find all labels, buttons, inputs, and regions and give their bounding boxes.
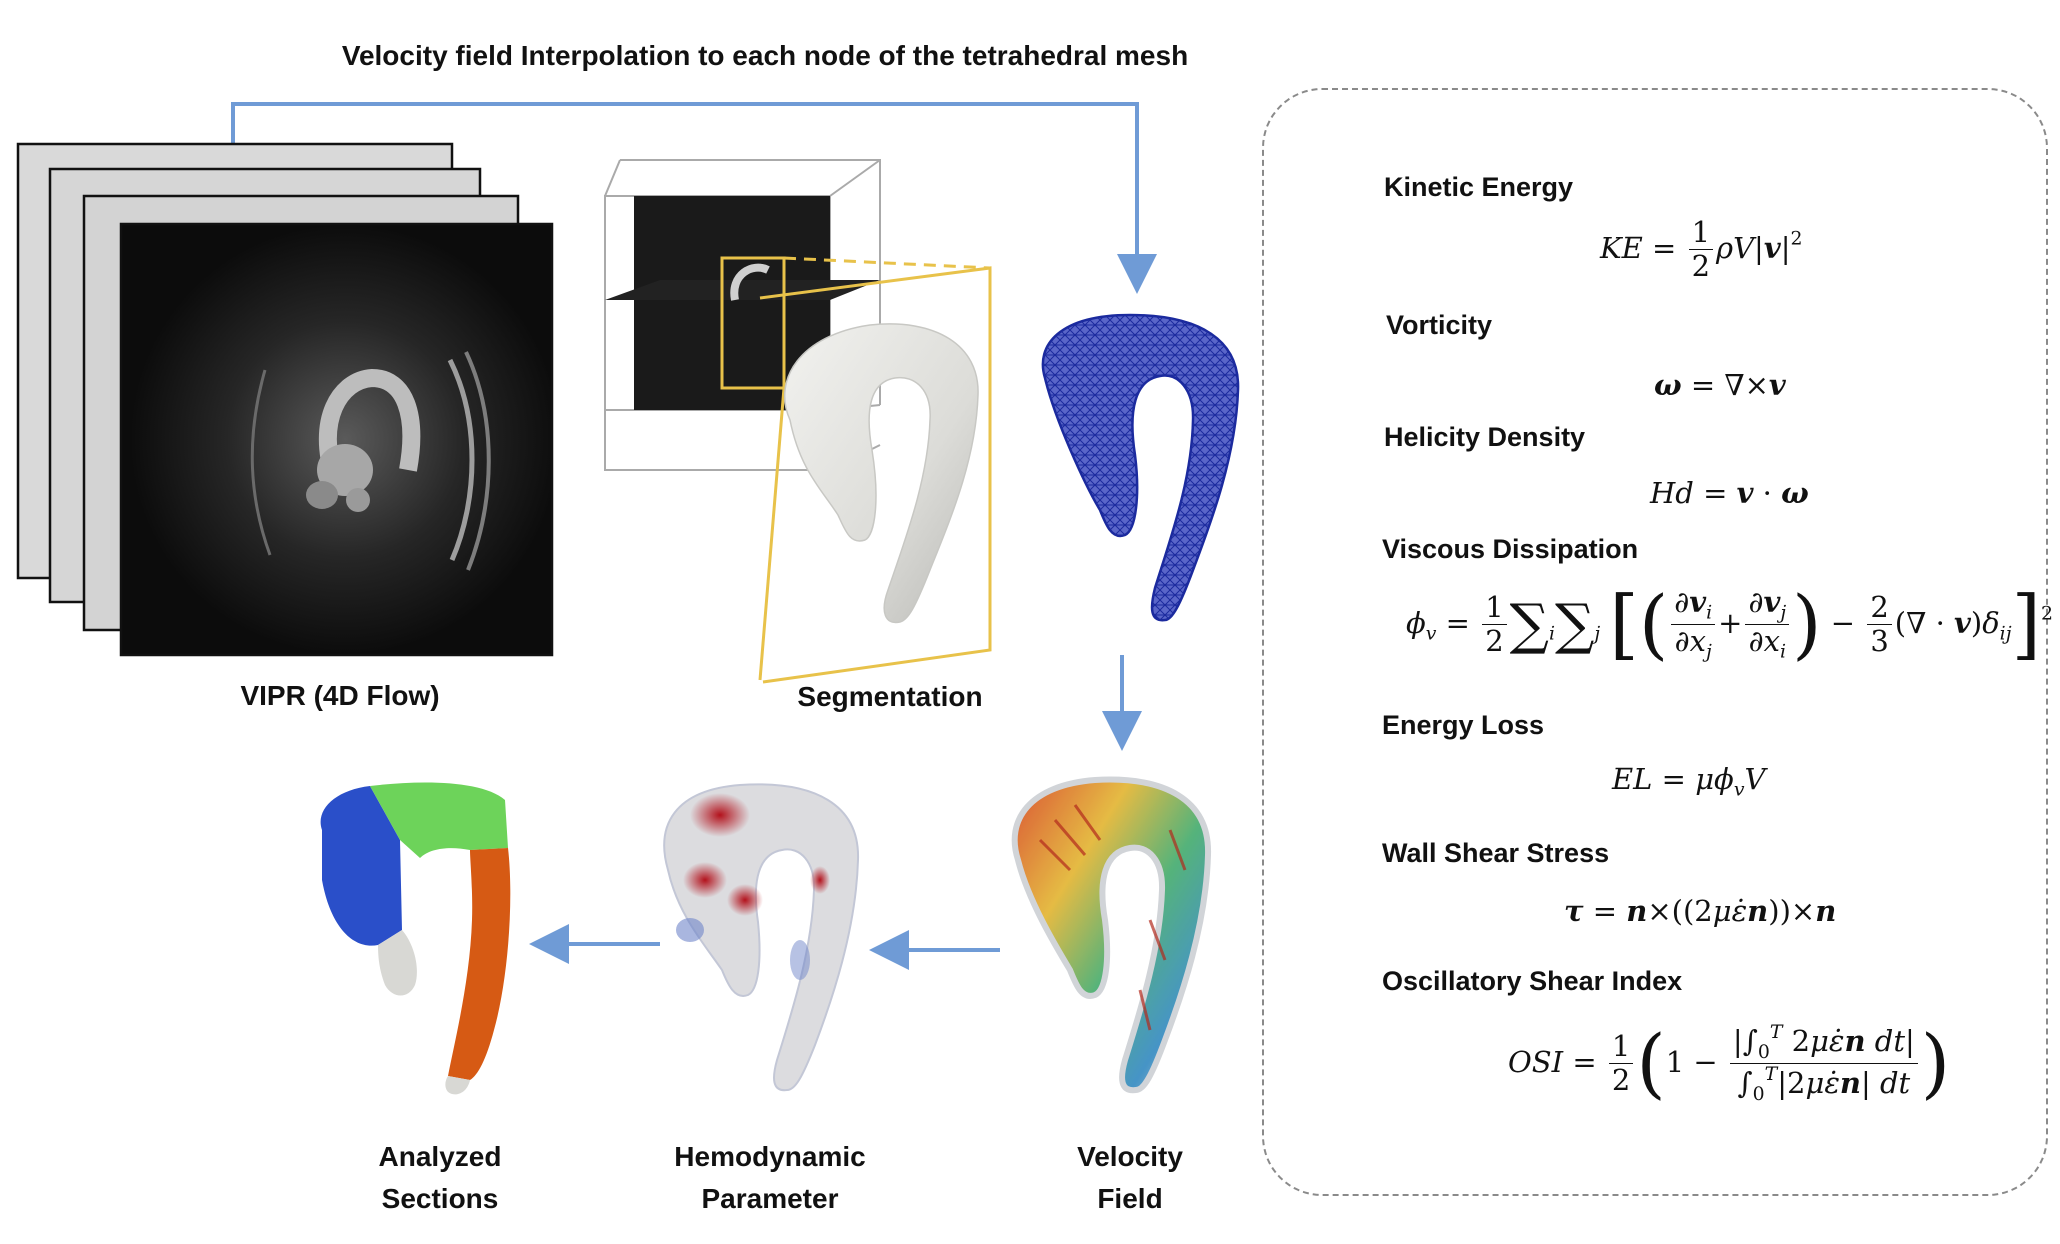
hemodynamic-label-line2: Parameter	[701, 1183, 839, 1214]
velocity-field-aorta	[1011, 776, 1212, 1094]
velocity-field-label-line1: Velocity	[1077, 1141, 1183, 1172]
velocity-field-label: Velocity Field	[1040, 1136, 1220, 1220]
helicity-density-equation: Hd = v · ω	[1650, 476, 1809, 510]
energy-loss-title: Energy Loss	[1382, 710, 1545, 740]
interpolation-arrow	[231, 102, 1157, 294]
analyzed-label-line1: Analyzed	[378, 1141, 502, 1172]
analyzed-label-line2: Sections	[381, 1183, 499, 1214]
segmented-aorta	[784, 323, 979, 624]
hemodynamic-label-line1: Hemodynamic	[674, 1141, 866, 1172]
vorticity-title: Vorticity	[1386, 310, 1493, 340]
oscillatory-shear-index-title: Oscillatory Shear Index	[1382, 966, 1683, 996]
interpolation-title: Velocity field Interpolation to each nod…	[341, 40, 1189, 71]
vorticity-equation: ω = ∇×v	[1654, 368, 1786, 402]
energy-loss-equation: EL = μϕvV	[1612, 762, 1766, 801]
analyzed-label: Analyzed Sections	[330, 1136, 550, 1220]
helicity-density-title: Helicity Density	[1384, 422, 1586, 452]
analyzed-sections-aorta	[320, 782, 511, 1095]
hemodynamic-aorta	[663, 783, 860, 1092]
velocity-field-label-line2: Field	[1097, 1183, 1163, 1214]
tetrahedral-mesh	[1041, 313, 1240, 622]
viscous-dissipation-title: Viscous Dissipation	[1382, 534, 1639, 564]
wall-shear-stress-title: Wall Shear Stress	[1382, 838, 1610, 868]
wall-shear-stress-equation: τ = n×((2με̇n))×n	[1564, 894, 1837, 928]
vipr-label: VIPR (4D Flow)	[240, 680, 440, 711]
vipr-image-stack	[16, 142, 554, 657]
equations-panel	[1262, 88, 2048, 1196]
hemodynamic-label: Hemodynamic Parameter	[640, 1136, 900, 1220]
kinetic-energy-title: Kinetic Energy	[1384, 172, 1574, 202]
segmentation-label: Segmentation	[797, 681, 983, 712]
